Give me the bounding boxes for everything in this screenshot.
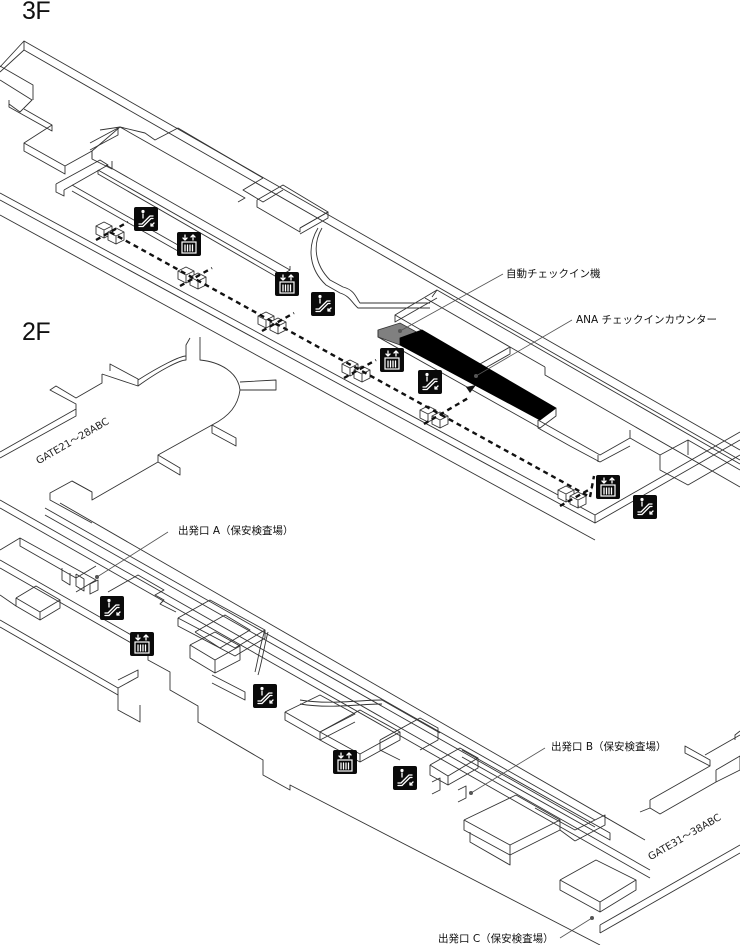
escalator-icon[interactable] xyxy=(99,595,125,621)
floor-3f-leaders xyxy=(398,273,573,378)
floor-2f-icons xyxy=(99,595,418,791)
callout-departure-a: 出発口 A（保安検査場） xyxy=(178,525,294,537)
elevator-icon[interactable] xyxy=(274,271,300,297)
floor-3f-route xyxy=(95,220,596,508)
floor-3f-structure xyxy=(0,40,740,541)
callout-auto-checkin: 自動チェックイン機 xyxy=(506,268,601,280)
callout-departure-b: 出発口 B（保安検査場） xyxy=(551,741,667,753)
floor-2f-leaders xyxy=(95,531,594,939)
elevator-icon[interactable] xyxy=(595,474,621,500)
escalator-icon[interactable] xyxy=(252,683,278,709)
elevator-icon[interactable] xyxy=(176,231,202,257)
callout-departure-c: 出発口 C（保安検査場） xyxy=(438,933,554,945)
escalator-icon[interactable] xyxy=(133,206,159,232)
floor-label-2f: 2F xyxy=(22,318,51,346)
escalator-icon[interactable] xyxy=(632,494,658,520)
floor-label-3f: 3F xyxy=(22,0,51,25)
escalator-icon[interactable] xyxy=(392,765,418,791)
escalator-icon[interactable] xyxy=(417,369,443,395)
floor-3f-icons xyxy=(133,206,658,520)
escalator-icon[interactable] xyxy=(310,291,336,317)
elevator-icon[interactable] xyxy=(379,347,405,373)
callout-ana-checkin-counter: ANA チェックインカウンター xyxy=(576,314,718,326)
elevator-icon[interactable] xyxy=(332,749,358,775)
floor-2f-structure xyxy=(0,337,740,945)
elevator-icon[interactable] xyxy=(129,631,155,657)
